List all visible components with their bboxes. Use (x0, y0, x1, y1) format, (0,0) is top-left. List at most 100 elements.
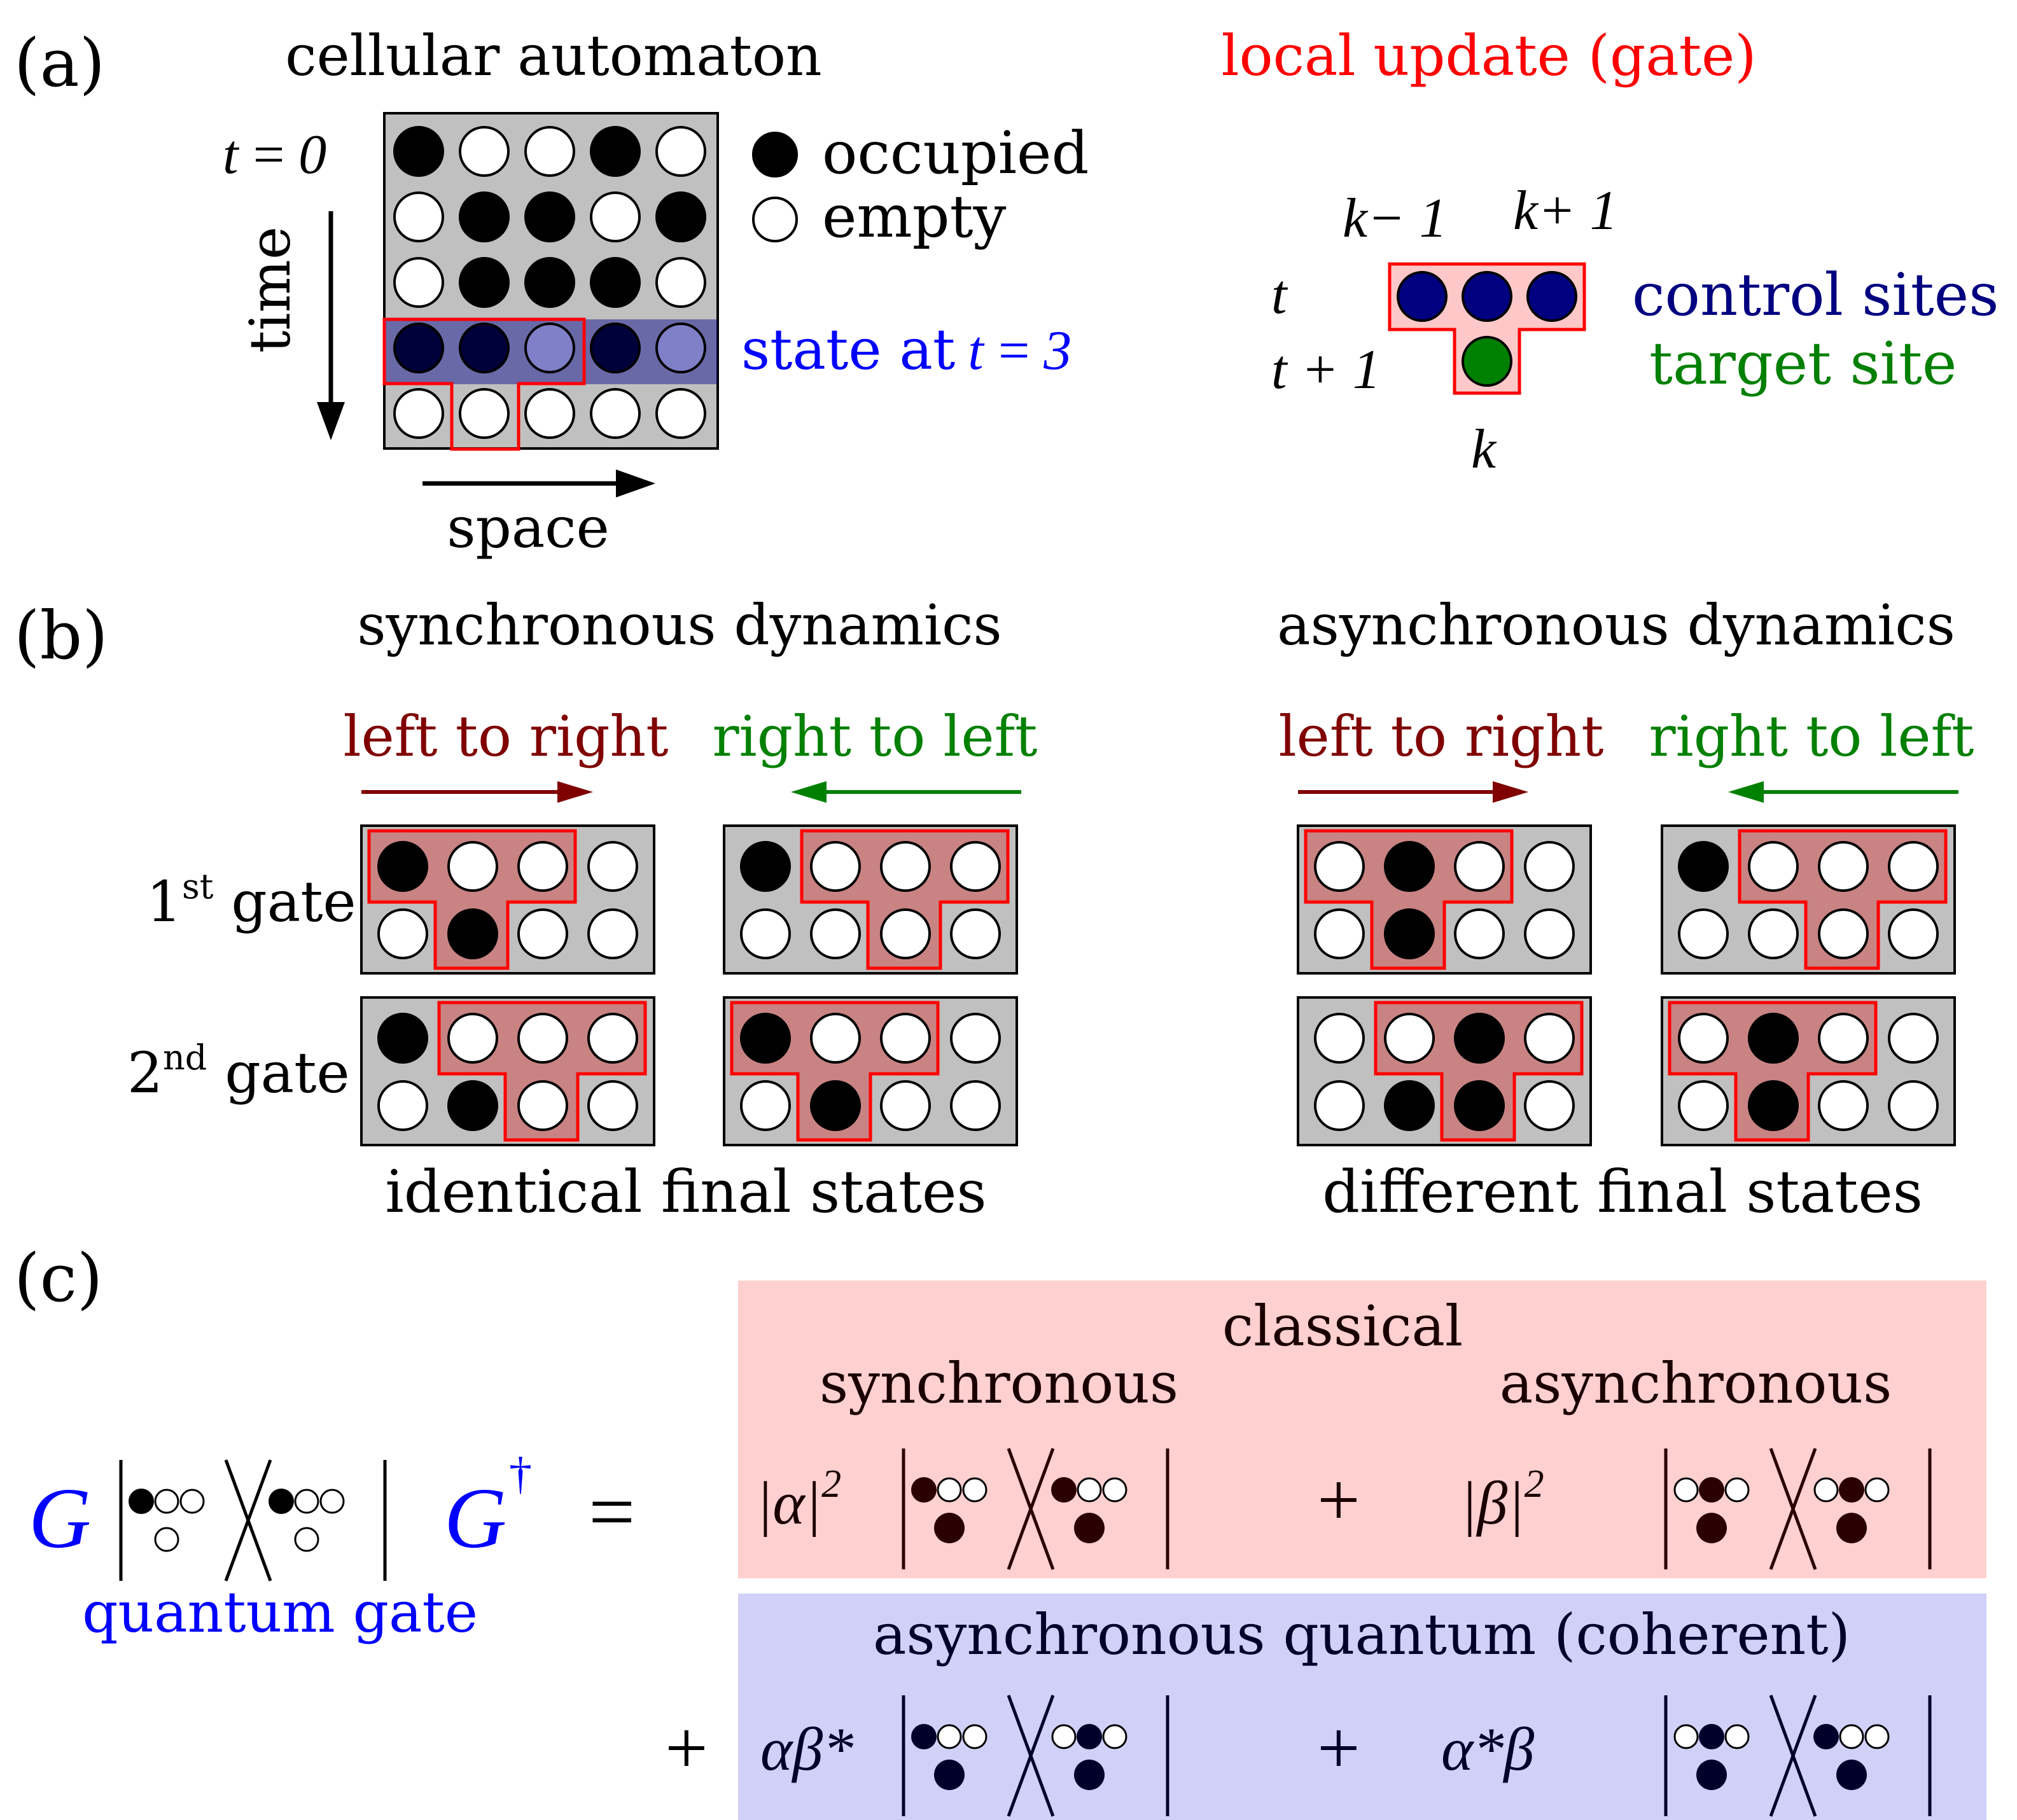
quantum-ab-op-ket-top-1 (937, 1724, 962, 1749)
cell-sync_rtl_1-r1-c3 (950, 908, 1001, 959)
quantum-ba-op-bra-bottom (1836, 1760, 1867, 1790)
classical-async-op-bra-top-1 (1839, 1477, 1864, 1503)
alpha-squared: |α|2 (756, 1462, 841, 1537)
plus-classical: + (1317, 1457, 1360, 1542)
cell-sync_rtl_2-r0-c1 (810, 1013, 861, 1064)
cell-async_rtl_1-r1-c3 (1888, 908, 1939, 959)
gate-G-right: G (444, 1471, 506, 1566)
classical-async-op (1664, 1448, 1932, 1570)
time-label: time (237, 226, 303, 353)
ca-cell-r3-c4 (655, 323, 706, 373)
cell-sync_rtl_1-r0-c3 (950, 841, 1001, 892)
lhs-op-ket-top-1 (154, 1489, 179, 1514)
cell-sync_ltr_2-r0-c3 (587, 1013, 638, 1064)
control-site-left (1397, 271, 1448, 322)
cell-sync_rtl_1-r0-c0 (740, 841, 791, 892)
sync-dynamics-title: synchronous dynamics (357, 592, 1002, 658)
cell-async_ltr_1-r1-c1 (1384, 908, 1435, 959)
cell-sync_ltr_1-r0-c2 (517, 841, 568, 892)
cell-async_ltr_1-r0-c2 (1454, 841, 1505, 892)
sync-rtl-label: right to left (712, 704, 1037, 769)
quantum-coherent-label: asynchronous quantum (coherent) (873, 1602, 1850, 1667)
ca-cell-r4-c2 (524, 388, 575, 439)
quantum-ba-op-bra-top-2 (1864, 1724, 1890, 1749)
t-label: t (1271, 264, 1288, 326)
cell-sync_rtl_2-r1-c3 (950, 1080, 1001, 1131)
cell-async_rtl_1-r1-c0 (1678, 908, 1729, 959)
cell-async_ltr_1-r1-c2 (1454, 908, 1505, 959)
cell-sync_rtl_1-r1-c1 (810, 908, 861, 959)
async-ltr-arrow-head (1493, 781, 1528, 803)
cell-async_ltr_2-r1-c1 (1384, 1080, 1435, 1131)
cell-sync_ltr_2-r0-c2 (517, 1013, 568, 1064)
alpha-beta-star: αβ* (760, 1715, 853, 1783)
ca-grid-cells (393, 126, 706, 439)
gate-G-left: G (29, 1471, 91, 1566)
quantum-ba-op-ket-top-0 (1673, 1724, 1699, 1749)
ca-gate-outline (382, 317, 586, 451)
second-gate-num: 2 (127, 1040, 163, 1106)
ca-cell-r2-c0 (393, 257, 444, 308)
state-label-time: t = 3 (968, 320, 1071, 382)
classical-sync-op-bra-top-2 (1102, 1477, 1127, 1503)
classical-sync-op-bra-bottom (1074, 1513, 1105, 1543)
grid-sync_ltr_2 (360, 996, 655, 1146)
k-minus-label: k− 1 (1343, 188, 1447, 249)
quantum-ab-op-bra-top-2 (1102, 1724, 1127, 1749)
beta-abs: |β| (1460, 1469, 1525, 1537)
cell-sync_rtl_2-r1-c0 (740, 1080, 791, 1131)
cell-async_rtl_2-r0-c3 (1888, 1013, 1939, 1064)
cell-async_rtl_1-r0-c2 (1818, 841, 1869, 892)
target-site (1462, 336, 1512, 387)
cell-sync_ltr_2-r0-c0 (377, 1013, 428, 1064)
ca-cell-r0-c3 (590, 126, 641, 177)
t-zero-label: t = 0 (223, 124, 326, 186)
equals-sign: = (589, 1466, 635, 1558)
ca-cell-r1-c2 (524, 191, 575, 242)
second-gate-word: gate (207, 1040, 349, 1106)
lhs-op-bra-top-0 (269, 1489, 294, 1514)
ca-cell-r2-c2 (524, 257, 575, 308)
sync-ltr-label: left to right (343, 704, 668, 769)
panel-b-grids (360, 824, 1956, 1146)
cell-async_ltr_2-r1-c3 (1524, 1080, 1575, 1131)
quantum-ba-op-bra-top-0 (1813, 1724, 1839, 1749)
cell-sync_ltr_2-r1-c0 (377, 1080, 428, 1131)
state-label-text: state at (741, 317, 955, 382)
cell-sync_ltr_1-r1-c1 (447, 908, 498, 959)
cell-sync_ltr_1-r0-c0 (377, 841, 428, 892)
classical-async-op-ket-top-0 (1673, 1477, 1699, 1503)
legend-empty-dot (752, 197, 798, 242)
ca-cell-r3-c1 (459, 323, 510, 373)
cell-async_rtl_2-r0-c1 (1748, 1013, 1799, 1064)
cell-sync_ltr_2-r1-c3 (587, 1080, 638, 1131)
grid-sync_ltr_1 (360, 824, 655, 975)
classical-density-terms (902, 1448, 1932, 1570)
first-gate-word: gate (213, 869, 356, 934)
legend-empty-label: empty (822, 183, 1007, 251)
ca-cell-r1-c4 (655, 191, 706, 242)
cell-sync_rtl_1-r1-c2 (880, 908, 931, 959)
t-plus-label: t + 1 (1271, 339, 1381, 401)
panel-b-label: (b) (14, 597, 108, 674)
classical-label: classical (1222, 1293, 1463, 1359)
classical-sync-op-bra (1051, 1477, 1127, 1543)
cell-async_rtl_2-r1-c0 (1678, 1080, 1729, 1131)
grid-async_ltr_2 (1297, 996, 1592, 1146)
classical-async-op-bra (1813, 1477, 1890, 1543)
quantum-ba-op-ket-bottom (1696, 1760, 1727, 1790)
lhs-op (119, 1459, 387, 1581)
quantum-ab-op-bra-top-0 (1051, 1724, 1077, 1749)
classical-sync-op-ket (911, 1477, 988, 1543)
ca-cell-r4-c0 (393, 388, 444, 439)
synchronous-label: synchronous (820, 1351, 1178, 1416)
ca-cell-r4-c4 (655, 388, 706, 439)
ca-cell-r2-c4 (655, 257, 706, 308)
cell-sync_ltr_1-r0-c3 (587, 841, 638, 892)
ca-cell-r2-c1 (459, 257, 510, 308)
cell-sync_ltr_2-r0-c1 (447, 1013, 498, 1064)
cell-async_rtl_1-r0-c1 (1748, 841, 1799, 892)
cell-async_ltr_1-r1-c0 (1314, 908, 1365, 959)
